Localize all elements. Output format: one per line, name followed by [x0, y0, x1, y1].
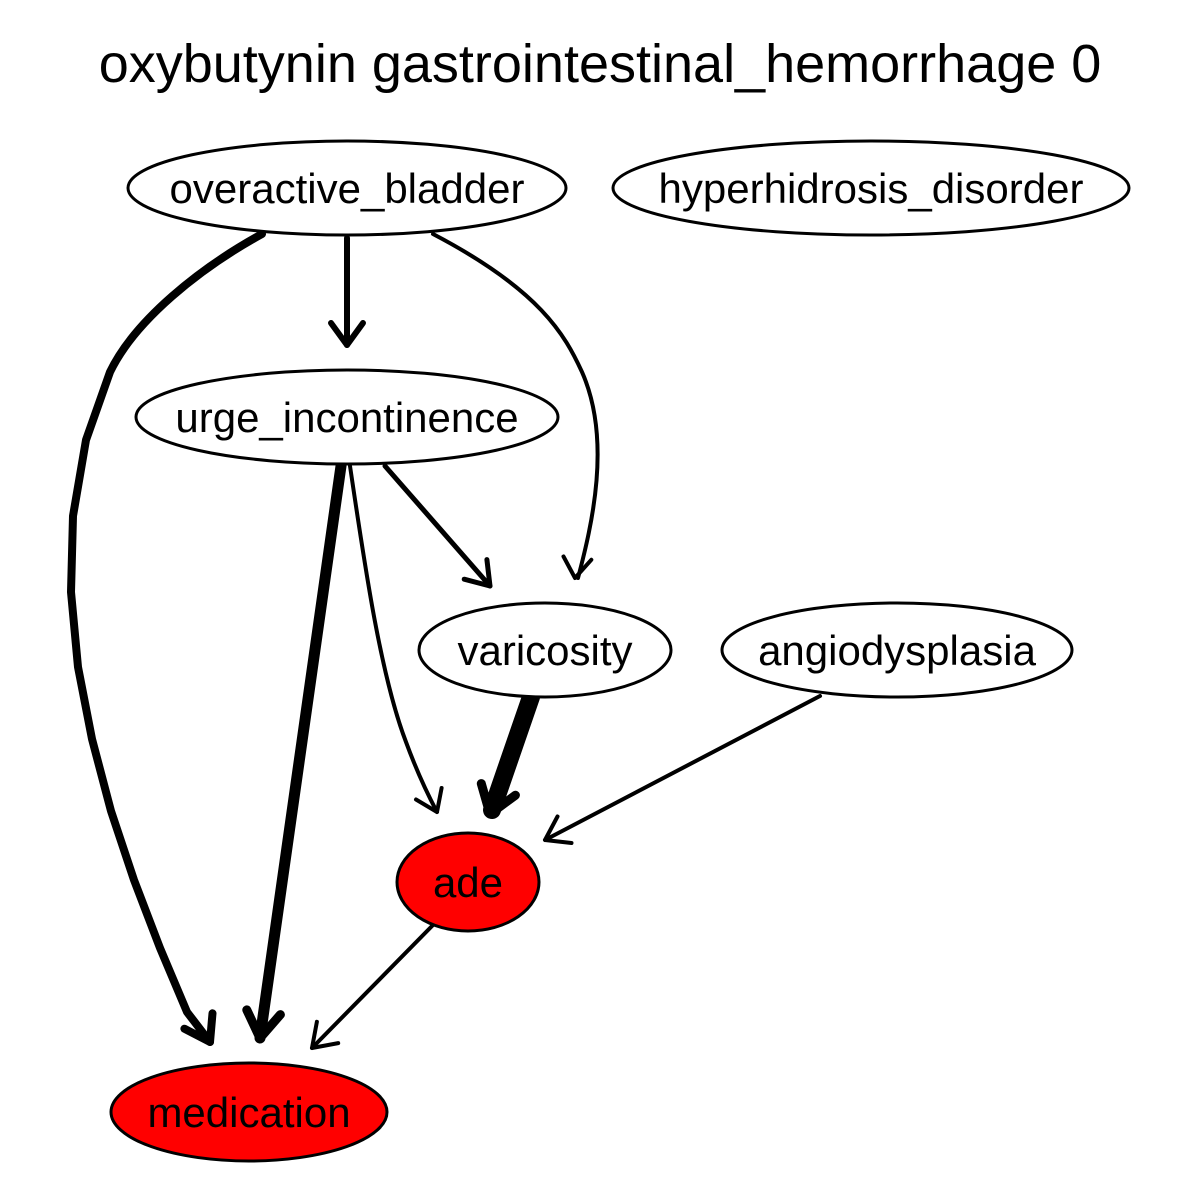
node-label: hyperhidrosis_disorder: [659, 165, 1084, 212]
edge-line: [310, 923, 435, 1050]
node-ellipse: [126, 139, 568, 237]
edges-layer: [67, 230, 822, 1050]
node-urge_incontinence: urge_incontinence: [134, 368, 560, 466]
edge-line: [543, 694, 822, 842]
edge-line: [254, 460, 347, 1044]
edge-varicosity-to-ade: [476, 688, 540, 819]
node-label: overactive_bladder: [170, 165, 525, 212]
edge-urge_incontinence-to-medication: [242, 460, 347, 1044]
node-label: medication: [147, 1089, 350, 1136]
arrowhead: [242, 1005, 285, 1043]
node-medication: medication: [109, 1061, 389, 1163]
node-ellipse: [134, 368, 560, 466]
node-label: angiodysplasia: [758, 627, 1037, 674]
edge-overactive_bladder-to-urge_incontinence: [328, 235, 366, 348]
edge-urge_incontinence-to-ade: [348, 464, 444, 814]
diagram-title: oxybutynin gastrointestinal_hemorrhage 0: [99, 34, 1102, 94]
arrowhead: [310, 1019, 341, 1050]
node-ellipse: [611, 139, 1131, 237]
node-label: varicosity: [457, 627, 632, 674]
node-ellipse: [395, 831, 541, 933]
node-label: ade: [433, 859, 503, 906]
node-ellipse: [417, 601, 673, 699]
edge-line: [382, 463, 493, 589]
node-ellipse: [109, 1061, 389, 1163]
edge-line: [67, 230, 266, 1046]
node-ellipse: [720, 601, 1074, 699]
edge-urge_incontinence-to-varicosity: [382, 463, 493, 589]
nodes-layer: overactive_bladder hyperhidrosis_disorder…: [109, 139, 1131, 1163]
node-label: urge_incontinence: [175, 394, 518, 441]
node-hyperhidrosis_disorder: hyperhidrosis_disorder: [611, 139, 1131, 237]
edge-line: [483, 688, 540, 819]
edge-ade-to-medication: [310, 923, 435, 1050]
node-angiodysplasia: angiodysplasia: [720, 601, 1074, 699]
node-varicosity: varicosity: [417, 601, 673, 699]
arrowhead: [414, 786, 444, 814]
edge-line: [348, 464, 439, 814]
arrowhead: [561, 554, 594, 580]
edge-line: [431, 232, 600, 580]
node-ade: ade: [395, 831, 541, 933]
node-overactive_bladder: overactive_bladder: [126, 139, 568, 237]
arrowhead: [476, 779, 520, 819]
arrowhead: [180, 1009, 217, 1046]
edge-angiodysplasia-to-ade: [543, 694, 822, 845]
edge-overactive_bladder-to-varicosity: [431, 232, 600, 580]
arrowhead: [328, 320, 366, 348]
arrowhead: [461, 557, 493, 589]
edge-overactive_bladder-to-medication: [67, 230, 266, 1046]
arrowhead: [543, 814, 574, 845]
